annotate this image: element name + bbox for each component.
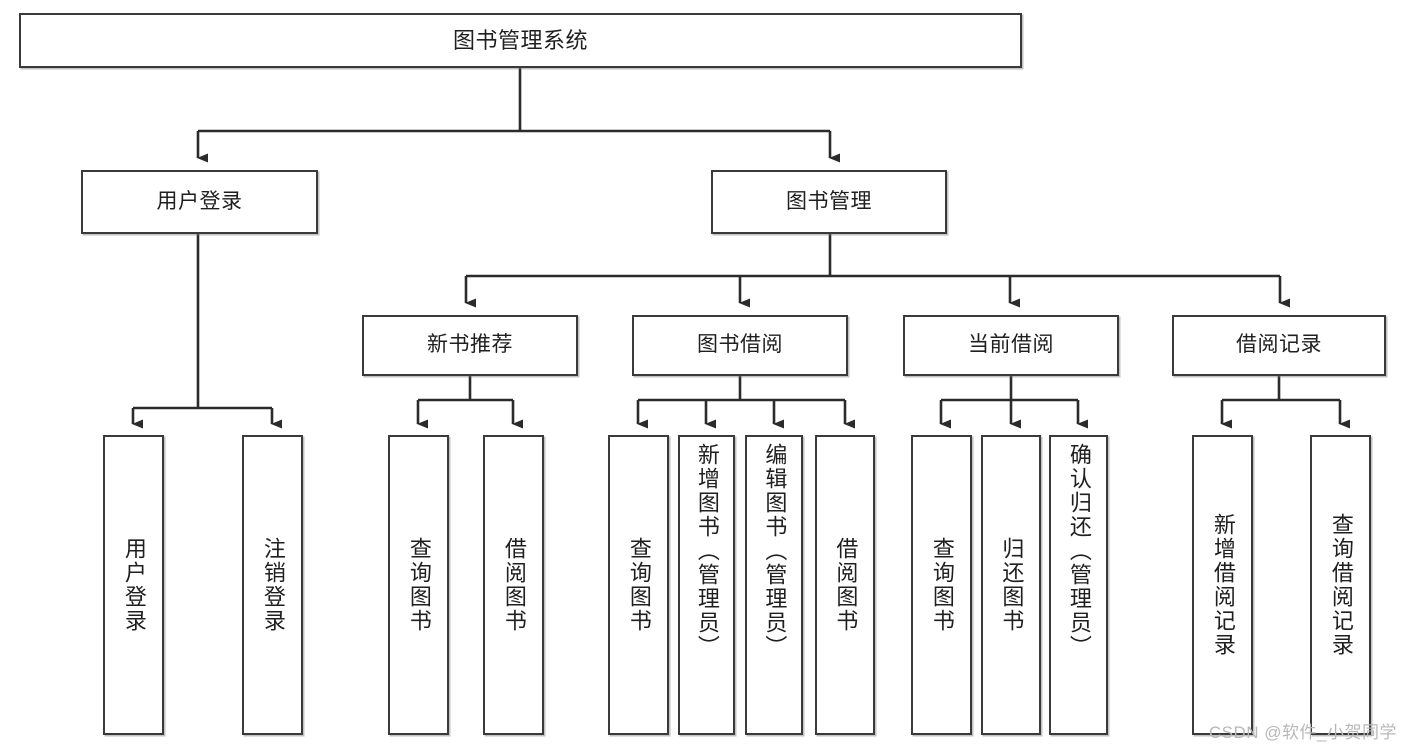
leaf-label: 查询借阅记录: [1328, 513, 1354, 657]
leaf-label: 查询图书: [626, 537, 652, 633]
leaf-book-borrow-add-book-admin[interactable]: 新增图书（管理员）: [678, 435, 735, 735]
leaf-label: 编辑图书（管理员）: [762, 443, 788, 659]
node-new-book-recommend[interactable]: 新书推荐: [362, 315, 578, 376]
leaf-book-borrow-query-book[interactable]: 查询图书: [608, 435, 669, 735]
leaf-new-book-query-book[interactable]: 查询图书: [388, 435, 449, 735]
leaf-label: 查询图书: [929, 537, 955, 633]
node-current-borrow[interactable]: 当前借阅: [903, 315, 1119, 376]
leaf-label: 用户登录: [121, 537, 147, 633]
node-label: 新书推荐: [427, 333, 513, 357]
node-borrow-record[interactable]: 借阅记录: [1172, 315, 1386, 376]
node-book-management[interactable]: 图书管理: [711, 170, 947, 234]
leaf-label: 借阅图书: [501, 537, 527, 633]
leaf-book-borrow-borrow-book[interactable]: 借阅图书: [815, 435, 875, 735]
leaf-label: 查询图书: [406, 537, 432, 633]
leaf-new-book-borrow-book[interactable]: 借阅图书: [483, 435, 544, 735]
node-label: 图书管理: [786, 189, 872, 213]
leaf-label: 借阅图书: [833, 537, 859, 633]
node-label: 用户登录: [156, 189, 243, 213]
leaf-book-borrow-edit-book-admin[interactable]: 编辑图书（管理员）: [745, 435, 803, 735]
leaf-current-borrow-confirm-return-admin[interactable]: 确认归还（管理员）: [1049, 435, 1108, 735]
node-book-borrow[interactable]: 图书借阅: [632, 315, 848, 376]
leaf-user-login-logout[interactable]: 注销登录: [242, 435, 303, 735]
leaf-label: 归还图书: [999, 537, 1025, 633]
leaf-label: 确认归还（管理员）: [1066, 443, 1092, 659]
node-label: 借阅记录: [1236, 333, 1322, 357]
leaf-borrow-record-query-record[interactable]: 查询借阅记录: [1310, 435, 1371, 735]
node-label: 当前借阅: [968, 333, 1054, 357]
node-root-system[interactable]: 图书管理系统: [19, 13, 1022, 68]
leaf-label: 新增图书（管理员）: [694, 443, 720, 659]
node-label: 图书借阅: [697, 333, 783, 357]
leaf-current-borrow-return-book[interactable]: 归还图书: [981, 435, 1041, 735]
leaf-current-borrow-query-book[interactable]: 查询图书: [911, 435, 972, 735]
leaf-label: 新增借阅记录: [1210, 513, 1236, 657]
node-user-login[interactable]: 用户登录: [81, 170, 318, 234]
leaf-user-login-login[interactable]: 用户登录: [103, 435, 164, 735]
node-label: 图书管理系统: [452, 27, 588, 53]
leaf-label: 注销登录: [260, 537, 286, 633]
csdn-watermark: CSDN @软件_小贺同学: [1208, 723, 1397, 742]
leaf-borrow-record-add-record[interactable]: 新增借阅记录: [1192, 435, 1253, 735]
